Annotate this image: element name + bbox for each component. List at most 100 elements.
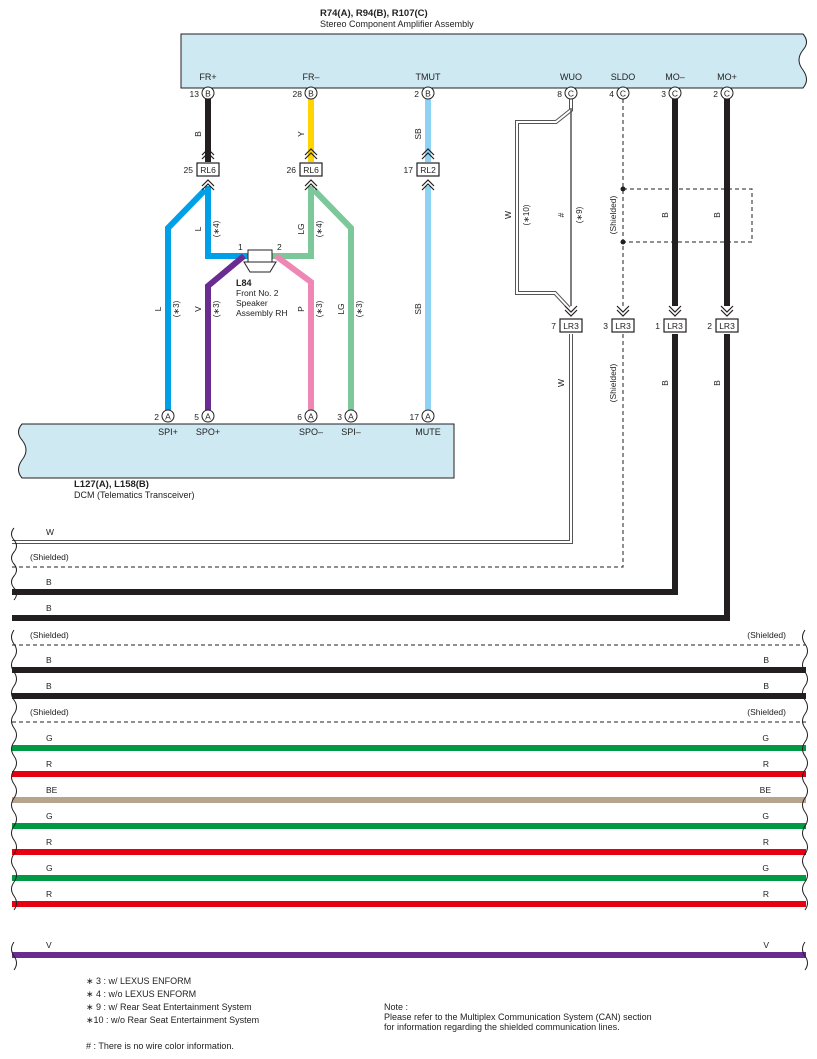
amp-terminal-conn: C [568, 89, 574, 99]
dcm-terminal-pin: 6 [297, 412, 302, 422]
dcm-terminal-label: SPO– [299, 427, 323, 437]
bus-label: BE [760, 785, 772, 795]
dcm-terminal-label: SPO+ [196, 427, 220, 437]
wire-note: (∗3) [355, 300, 364, 317]
wire-note: (∗10) [522, 204, 531, 225]
dcm-name: DCM (Telematics Transceiver) [74, 490, 195, 500]
dcm-terminal: A 5 [194, 409, 215, 423]
junction-label: LR3 [615, 321, 631, 331]
dcm-terminal: A 3 [337, 409, 358, 423]
wire-label: L [193, 226, 203, 231]
wire-note: (∗9) [575, 206, 584, 223]
bus-label: B [46, 603, 52, 613]
amp-terminal-conn: C [672, 89, 678, 99]
bus-label: G [46, 811, 53, 821]
bus-label: (Shielded) [747, 707, 786, 717]
wire-l-blue-dcm [165, 187, 208, 410]
wire-label: B [660, 212, 670, 218]
reference-note-line: Please refer to the Multiplex Communicat… [384, 1012, 652, 1022]
dcm-terminal-label: SPI+ [158, 427, 178, 437]
dcm-terminal-conn: A [425, 412, 431, 422]
wire-label: (Shielded) [608, 195, 618, 234]
hash-note: # : There is no wire color information. [86, 1041, 234, 1051]
wire-l-blue-speaker [205, 186, 248, 259]
shield-junction-dot [620, 186, 626, 192]
amp-terminal-pin: 3 [661, 89, 666, 99]
bus-label: R [763, 759, 769, 769]
bus-label: R [46, 889, 52, 899]
junction-connector: LR3 3 [603, 305, 635, 333]
wire-label: SB [413, 303, 423, 315]
junction-pin: 7 [551, 321, 556, 331]
wire-wuo-white-outer-fill [516, 99, 572, 309]
break-marks-left [11, 527, 17, 971]
footnote: ∗ 9 : w/ Rear Seat Entertainment System [86, 1002, 252, 1012]
wire-label: SB [413, 128, 423, 140]
amp-terminal-label: SLDO [611, 72, 636, 82]
dcm-terminal-pin: 3 [337, 412, 342, 422]
amp-terminal: B 13 [190, 86, 215, 100]
junction-pin: 3 [603, 321, 608, 331]
reference-note-line: Note : [384, 1002, 409, 1012]
wire-note: (∗3) [172, 300, 181, 317]
junction-label: LR3 [563, 321, 579, 331]
amplifier-code: R74(A), R94(B), R107(C) [320, 8, 428, 19]
bus-label: BE [46, 785, 58, 795]
junction-label: RL6 [200, 165, 216, 175]
reference-note-line: for information regarding the shielded c… [384, 1022, 620, 1032]
amp-terminal-pin: 8 [557, 89, 562, 99]
bus-label: G [762, 733, 769, 743]
wire-lg-green-dcm [311, 187, 354, 410]
dcm-terminal: A 17 [410, 409, 435, 423]
amp-terminal-conn: C [724, 89, 730, 99]
dcm-terminal-pin: 5 [194, 412, 199, 422]
amp-terminal-conn: B [205, 89, 211, 99]
junction-label: RL6 [303, 165, 319, 175]
bus-label: W [46, 527, 54, 537]
junction-pin: 25 [184, 165, 194, 175]
bus-label: (Shielded) [747, 630, 786, 640]
amp-terminal: C 2 [713, 86, 734, 100]
junction-connector: RL6 26 [287, 148, 323, 191]
amp-terminal: C 4 [609, 86, 630, 100]
bus-label: R [763, 889, 769, 899]
speaker-name-line: Assembly RH [236, 308, 287, 318]
amp-terminal: C 3 [661, 86, 682, 100]
wire-label: LG [336, 303, 346, 314]
dcm-code: L127(A), L158(B) [74, 479, 149, 490]
bus-label: R [763, 837, 769, 847]
amp-terminal-pin: 2 [414, 89, 419, 99]
wire-label: W [503, 211, 513, 219]
wire-label: (Shielded) [608, 363, 618, 402]
bus-label: B [46, 681, 52, 691]
speaker-pin2: 2 [277, 242, 282, 252]
wire-v-violet [205, 253, 246, 410]
dcm-terminal-conn: A [348, 412, 354, 422]
amp-terminal: C 8 [557, 86, 578, 100]
speaker-pin1: 1 [238, 242, 243, 252]
speaker-icon [243, 249, 277, 273]
amp-terminal: B 28 [293, 86, 318, 100]
bus-label: V [46, 940, 52, 950]
wire-p-pink [274, 253, 314, 410]
amp-terminal-conn: B [308, 89, 314, 99]
dcm-terminal-label: MUTE [415, 427, 441, 437]
dcm-box [18, 423, 455, 479]
amp-terminal-pin: 2 [713, 89, 718, 99]
bus-label: (Shielded) [30, 630, 69, 640]
junction-label: LR3 [719, 321, 735, 331]
junction-connector: RL6 25 [184, 148, 220, 191]
dcm-terminal: A 6 [297, 409, 318, 423]
bus-label: B [46, 577, 52, 587]
footnote: ∗10 : w/o Rear Seat Entertainment System [86, 1015, 260, 1025]
amp-terminal-label: FR+ [199, 72, 216, 82]
junction-connector: LR3 7 [551, 305, 583, 333]
bus-label: (Shielded) [30, 552, 69, 562]
bus-label: R [46, 759, 52, 769]
reference-note: Note : Please refer to the Multiplex Com… [384, 1002, 652, 1032]
wire-label: B [193, 131, 203, 137]
amplifier-box [180, 33, 807, 89]
dcm-terminal-label: SPI– [341, 427, 361, 437]
junction-pin: 26 [287, 165, 297, 175]
